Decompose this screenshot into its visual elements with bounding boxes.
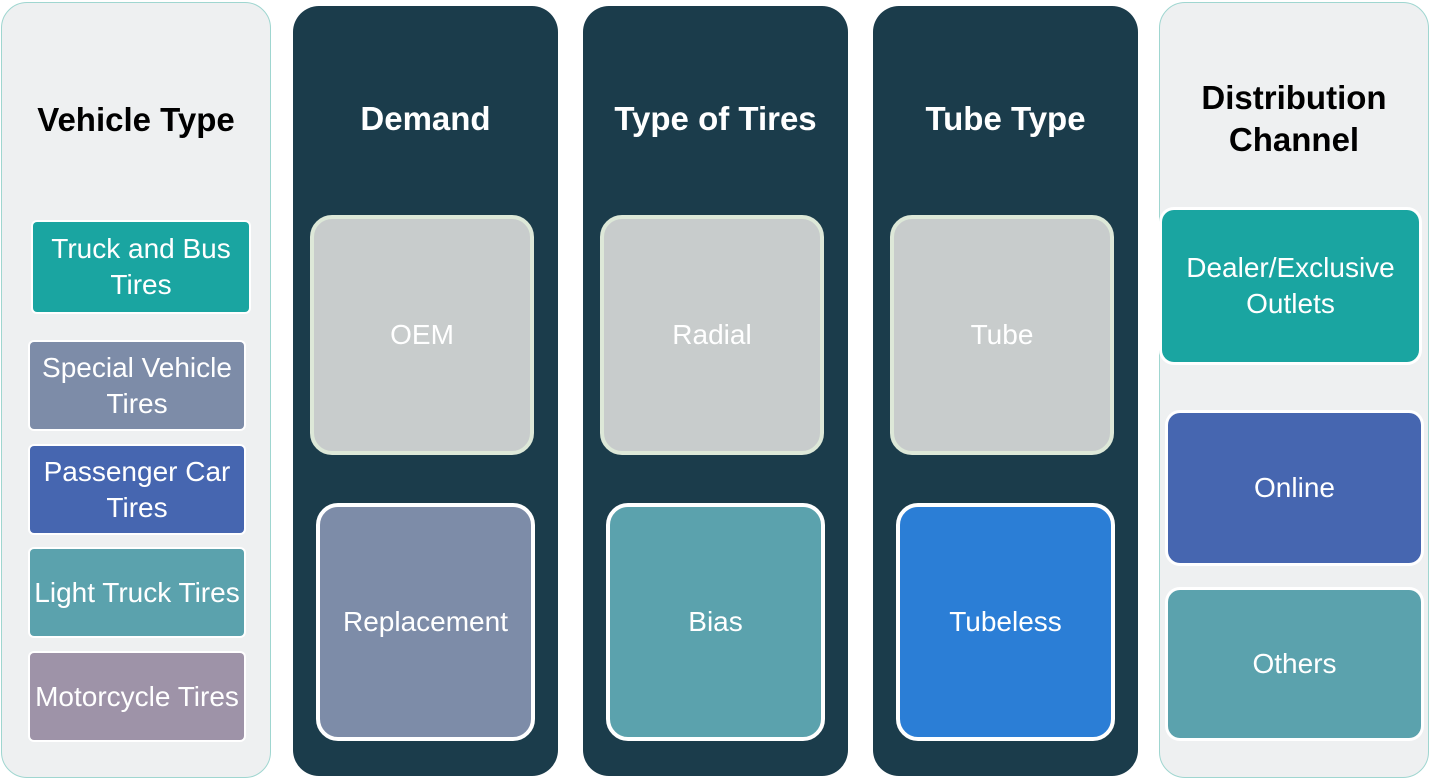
light-truck-tires-box: Light Truck Tires	[30, 549, 244, 636]
bias-box: Bias	[606, 503, 825, 741]
passenger-car-tires-box: Passenger Car Tires	[30, 446, 244, 533]
radial-box: Radial	[600, 215, 824, 455]
replacement-box: Replacement	[316, 503, 535, 741]
distribution-channel-column: Distribution Channel Dealer/Exclusive Ou…	[1159, 2, 1429, 778]
tubeless-box: Tubeless	[896, 503, 1115, 741]
dealer-exclusive-outlets-box: Dealer/Exclusive Outlets	[1162, 210, 1419, 362]
motorcycle-tires-box: Motorcycle Tires	[30, 653, 244, 740]
tube-box: Tube	[890, 215, 1114, 455]
distribution-channel-title: Distribution Channel	[1160, 77, 1428, 161]
online-box: Online	[1168, 413, 1421, 563]
type-of-tires-title: Type of Tires	[614, 100, 817, 137]
tube-type-column: Tube Type Tube Tubeless	[873, 6, 1138, 776]
distribution-channel-title-line1: Distribution	[1201, 79, 1387, 116]
special-vehicle-tires-box: Special Vehicle Tires	[30, 342, 244, 429]
vehicle-type-column: Vehicle Type Truck and Bus Tires Special…	[1, 2, 271, 778]
oem-box: OEM	[310, 215, 534, 455]
tube-type-title: Tube Type	[925, 100, 1086, 137]
truck-and-bus-tires-box: Truck and Bus Tires	[33, 222, 249, 312]
vehicle-type-title: Vehicle Type	[37, 101, 235, 138]
distribution-channel-title-line2: Channel	[1228, 121, 1360, 158]
others-box: Others	[1168, 590, 1421, 738]
type-of-tires-column: Type of Tires Radial Bias	[583, 6, 848, 776]
demand-title: Demand	[360, 100, 491, 137]
demand-column: Demand OEM Replacement	[293, 6, 558, 776]
